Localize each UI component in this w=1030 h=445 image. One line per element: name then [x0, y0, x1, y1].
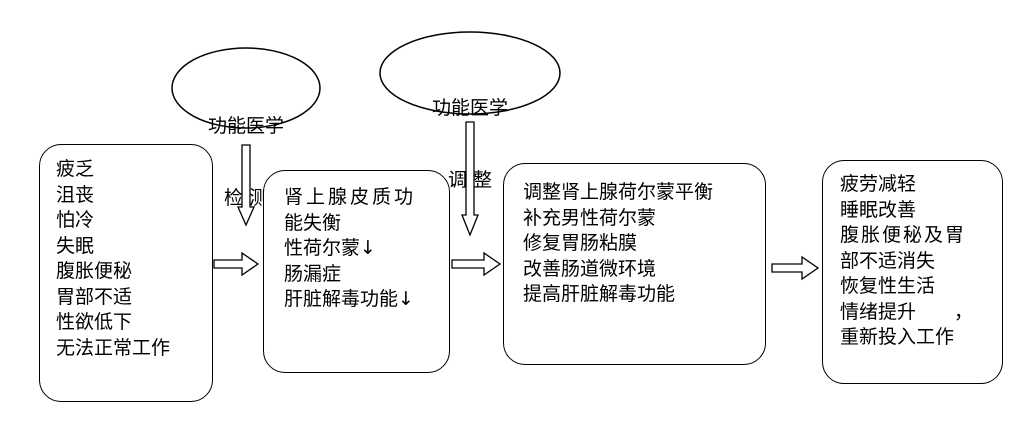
symptom-item: 性欲低下 — [56, 311, 133, 333]
symptom-item: 沮丧 — [56, 183, 95, 206]
symptom-item: 失眠 — [56, 234, 95, 257]
ellipse-line: 功能医学 — [431, 97, 508, 119]
symptom-item: 腹胀便秘 — [56, 260, 133, 282]
down-arrow-icon — [461, 121, 479, 237]
interventions-list: 调整肾上腺荷尔蒙平衡 补充男性荷尔蒙 修复胃肠粘膜 改善肠道微环境 提高肝脏解毒… — [523, 180, 713, 308]
findings-box — [263, 170, 450, 373]
finding-item: 肝脏解毒功能↓ — [284, 288, 414, 310]
outcome-item: 睡眠改善 — [840, 198, 917, 221]
outcome-item: 部不适消失 — [840, 249, 936, 272]
outcome-item: 腹胀便秘及胃 — [840, 224, 967, 246]
intervention-item: 改善肠道微环境 — [523, 257, 657, 280]
symptoms-list: 疲乏 沮丧 怕冷 失眠 腹胀便秘 胃部不适 性欲低下 无法正常工作 — [56, 157, 170, 361]
ellipse-text-adjust: 功能医学 调 整 — [410, 48, 530, 216]
outcomes-list: 疲劳减轻 睡眠改善 腹胀便秘及胃 部不适消失 恢复性生活 情绪提升 ， 重新投入… — [840, 172, 973, 351]
ellipse-functional-medicine-adjust — [379, 31, 561, 115]
symptom-item: 无法正常工作 — [56, 336, 171, 359]
ellipse-functional-medicine-test — [171, 47, 321, 129]
right-arrow-icon — [213, 251, 260, 277]
finding-item: 性荷尔蒙↓ — [284, 237, 376, 259]
symptom-item: 怕冷 — [56, 209, 95, 231]
outcome-item: 重新投入工作 — [840, 326, 955, 348]
right-arrow-icon — [451, 251, 502, 277]
outcomes-box — [822, 160, 1003, 384]
symptom-item: 胃部不适 — [56, 285, 133, 308]
intervention-item: 补充男性荷尔蒙 — [523, 206, 657, 229]
ellipse-line: 调 整 — [447, 169, 493, 191]
intervention-item: 调整肾上腺荷尔蒙平衡 — [523, 181, 714, 203]
interventions-box — [503, 163, 766, 365]
down-arrow-icon — [236, 144, 256, 227]
ellipse-line: 功能医学 — [207, 115, 284, 137]
finding-item: 肾上腺皮质功 — [284, 186, 417, 208]
outcome-item: 疲劳减轻 — [840, 173, 917, 195]
symptom-item: 疲乏 — [56, 158, 95, 180]
right-arrow-icon — [771, 255, 820, 281]
findings-list: 肾上腺皮质功 能失衡 性荷尔蒙↓ 肠漏症 肝脏解毒功能↓ — [284, 185, 416, 313]
finding-item: 肠漏症 — [284, 262, 342, 285]
symptoms-box — [39, 144, 213, 402]
outcome-item: 情绪提升 ， — [840, 300, 974, 323]
outcome-item: 恢复性生活 — [840, 275, 936, 297]
intervention-item: 修复胃肠粘膜 — [523, 232, 638, 254]
intervention-item: 提高肝脏解毒功能 — [523, 283, 676, 305]
finding-item: 能失衡 — [284, 211, 342, 234]
